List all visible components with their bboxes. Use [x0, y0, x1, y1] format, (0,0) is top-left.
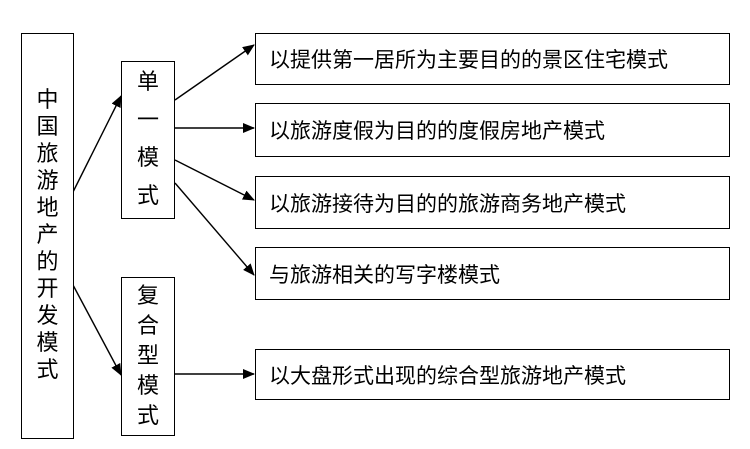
mode-label-3: 以旅游接待为目的的旅游商务地产模式	[269, 191, 626, 216]
mode-box-2	[255, 103, 730, 157]
vertical-char: 地	[36, 196, 59, 221]
vertical-char: 一	[136, 108, 159, 133]
vertical-char: 式	[136, 403, 159, 429]
vertical-char: 产	[36, 223, 59, 248]
vertical-char: 中	[36, 88, 59, 113]
category-label-composite: 复合型模式	[122, 278, 174, 435]
mode-label-5: 以大盘形式出现的综合型旅游地产模式	[269, 363, 626, 388]
vertical-char: 模	[136, 146, 159, 171]
arrow-single-to-mode-1	[174, 44, 255, 101]
vertical-char: 型	[136, 343, 159, 369]
vertical-char: 复	[136, 283, 159, 309]
mode-label-2: 以旅游度假为目的的度假房地产模式	[269, 119, 605, 143]
arrow-root-to-single	[72, 95, 122, 193]
vertical-char: 的	[36, 250, 59, 275]
mode-box-4	[255, 247, 730, 300]
vertical-char: 模	[136, 373, 159, 399]
category-box-single: 单一模式	[121, 61, 175, 219]
vertical-char: 旅	[36, 142, 59, 167]
vertical-char: 式	[36, 358, 59, 383]
vertical-char: 开	[36, 277, 59, 302]
arrow-single-to-mode-4	[174, 182, 255, 276]
root-label: 中国旅游地产的开发模式	[22, 34, 73, 438]
category-label-single: 单一模式	[122, 62, 174, 218]
category-box-composite: 复合型模式	[121, 277, 175, 436]
mode-label-4: 与旅游相关的写字楼模式	[269, 262, 500, 287]
arrow-single-to-mode-3	[174, 159, 255, 201]
vertical-char: 合	[136, 313, 159, 339]
vertical-char: 模	[36, 331, 59, 356]
mode-box-3	[255, 176, 730, 229]
mode-label-1: 以提供第一居所为主要目的的景区住宅模式	[269, 48, 668, 72]
root-box: 中国旅游地产的开发模式	[21, 33, 74, 439]
vertical-char: 发	[36, 304, 59, 329]
arrow-root-to-composite	[72, 284, 122, 376]
vertical-char: 国	[36, 115, 59, 140]
vertical-char: 式	[136, 184, 159, 209]
mode-box-1	[255, 33, 730, 85]
vertical-char: 单	[136, 70, 159, 95]
vertical-char: 游	[36, 169, 59, 194]
mode-box-5	[255, 349, 730, 400]
